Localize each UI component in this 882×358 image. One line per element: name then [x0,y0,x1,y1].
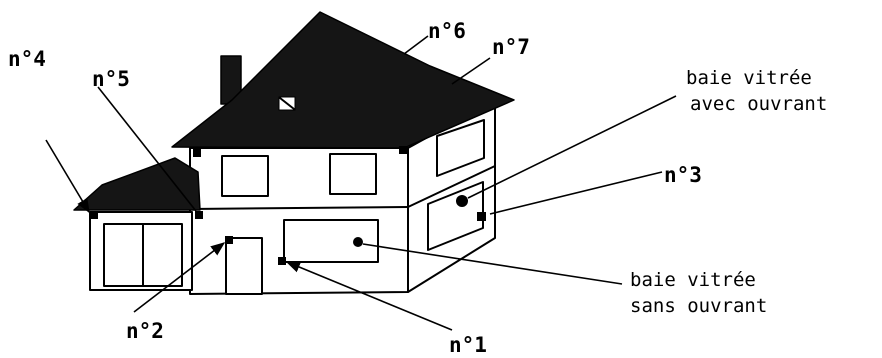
leader-n1 [285,261,453,331]
leader-baie-sans-ouvrant [362,243,623,285]
front-door [225,237,263,295]
leader-n7 [451,57,491,85]
floor-divider-side [407,165,496,208]
leader-n3 [489,171,663,215]
marker-baie-sans-ouvrant [353,237,363,247]
label-n1: n°1 [449,333,487,357]
leader-lines [45,35,677,331]
garage-roof [73,157,201,211]
window-side-upper [436,119,485,177]
label-n2: n°2 [126,319,164,343]
labels: n°4 n°5 n°6 n°7 n°3 n°2 n°1 baie vitrée … [8,19,827,357]
leader-baie-avec-ouvrant [467,95,677,199]
window-side-lower [427,181,484,251]
window-upper-right [329,153,377,195]
label-baie-avec-line1: baie vitrée [686,67,812,89]
label-n4: n°4 [8,47,46,71]
label-baie-sans-line1: baie vitrée [630,269,756,291]
marker-n7 [399,146,407,154]
window-front-bay [283,219,379,263]
label-baie-avec-line2: avec ouvrant [690,93,827,115]
dormer-window-cross [279,97,295,110]
leader-n2 [133,242,226,313]
marker-n2 [225,236,233,244]
label-baie-sans-line2: sans ouvrant [630,295,767,317]
label-n6: n°6 [428,19,466,43]
label-n7: n°7 [492,35,530,59]
label-n3: n°3 [664,163,702,187]
leader-n5 [97,86,197,212]
roofs [73,11,515,211]
leader-n4 [45,139,90,214]
marker-n3 [477,212,486,221]
floor-divider-front [189,206,409,210]
marker-n4 [90,211,98,219]
garage [89,211,193,291]
marker-n5-top [193,149,201,157]
leader-n6 [403,35,429,55]
marker-n5-left [195,211,203,219]
window-upper-left [221,155,269,197]
marker-n1 [278,257,286,265]
marker-baie-avec-ouvrant [456,195,468,207]
windows [221,119,485,295]
markers [90,146,486,265]
label-n5: n°5 [92,67,130,91]
